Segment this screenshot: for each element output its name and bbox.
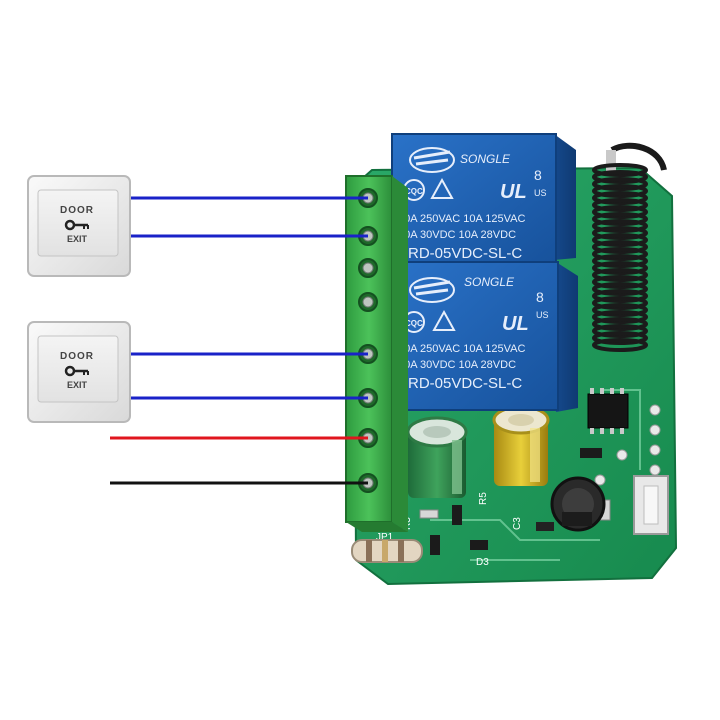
learn-button bbox=[633, 475, 669, 535]
coil-turn bbox=[592, 296, 648, 310]
songle-logo-icon bbox=[409, 277, 455, 303]
warning-icon bbox=[430, 177, 454, 199]
exit-label: EXIT bbox=[67, 380, 88, 390]
capacitor-yellow bbox=[492, 405, 550, 486]
relay-rating-2: 10A 30VDC 10A 28VDC bbox=[398, 359, 516, 371]
coil-turn bbox=[592, 226, 648, 240]
relay-top: SONGLE CQC UL 8 US 10A 250VAC 10A 125VAC… bbox=[391, 133, 576, 263]
relay-brand: SONGLE bbox=[460, 152, 511, 166]
coil-turn bbox=[592, 177, 648, 191]
ul-sub: US bbox=[536, 310, 549, 320]
coil-turn bbox=[592, 163, 648, 177]
pcb-label: R5 bbox=[478, 492, 489, 505]
antenna-coil bbox=[592, 142, 667, 352]
relay-bottom: SONGLE CQC UL 8 US 10A 250VAC 10A 125VAC… bbox=[391, 261, 578, 412]
coil-turn bbox=[592, 317, 648, 331]
coil-turn bbox=[592, 324, 648, 338]
coil-turn bbox=[592, 282, 648, 296]
capacitor-green bbox=[406, 416, 468, 498]
cert-mark: CQC bbox=[405, 187, 423, 196]
coil-turn bbox=[592, 331, 648, 345]
songle-logo-icon bbox=[409, 147, 455, 173]
pcb-label: JP1 bbox=[376, 532, 394, 543]
coil-turn bbox=[592, 198, 648, 212]
coil-turn bbox=[592, 303, 648, 317]
screw-head bbox=[362, 262, 374, 274]
screw-head bbox=[362, 296, 374, 308]
warning-icon bbox=[432, 309, 456, 331]
ul-digit: 8 bbox=[536, 289, 544, 305]
ul-mark: UL bbox=[500, 181, 527, 203]
exit-button-top: DOOR EXIT bbox=[27, 175, 131, 277]
coil-turns bbox=[592, 163, 648, 352]
cert-mark: CQC bbox=[405, 319, 423, 328]
fuse-component bbox=[351, 539, 423, 563]
coil-turn bbox=[592, 310, 648, 324]
ul-sub: US bbox=[534, 188, 547, 198]
coil-turn bbox=[592, 219, 648, 233]
pcb-label: D3 bbox=[476, 557, 489, 568]
coil-turn bbox=[592, 254, 648, 268]
exit-label: EXIT bbox=[67, 234, 88, 244]
key-icon bbox=[64, 365, 89, 377]
ul-mark: UL bbox=[502, 313, 529, 335]
relay-rating-2: 10A 30VDC 10A 28VDC bbox=[398, 229, 516, 241]
coil-turn bbox=[592, 261, 648, 275]
coil-turn bbox=[592, 184, 648, 198]
ic-chip bbox=[587, 388, 629, 434]
coil-turn bbox=[592, 205, 648, 219]
relay-brand: SONGLE bbox=[464, 275, 515, 289]
coil-turn bbox=[592, 268, 648, 282]
coil-turn bbox=[592, 247, 648, 261]
coil-turn bbox=[592, 170, 648, 184]
key-icon bbox=[64, 219, 89, 231]
coil-turn bbox=[592, 191, 648, 205]
coil-turn bbox=[592, 289, 648, 303]
smd-components bbox=[419, 448, 611, 555]
wiring bbox=[110, 196, 368, 485]
coil-turn bbox=[592, 240, 648, 254]
coil-turn bbox=[592, 338, 648, 352]
relay-rating-1: 10A 250VAC 10A 125VAC bbox=[398, 343, 525, 355]
door-label: DOOR bbox=[60, 205, 94, 216]
exit-button-bottom: DOOR EXIT bbox=[27, 321, 131, 423]
relay-model: SRD-05VDC-SL-C bbox=[398, 375, 522, 392]
inductor bbox=[550, 476, 606, 532]
relay-model: SRD-05VDC-SL-C bbox=[398, 245, 522, 262]
coil-turn bbox=[592, 275, 648, 289]
coil-turn bbox=[592, 212, 648, 226]
door-label: DOOR bbox=[60, 351, 94, 362]
coil-turn bbox=[592, 233, 648, 247]
ul-digit: 8 bbox=[534, 167, 542, 183]
pcb-label: C3 bbox=[512, 517, 523, 530]
relay-rating-1: 10A 250VAC 10A 125VAC bbox=[398, 213, 525, 225]
